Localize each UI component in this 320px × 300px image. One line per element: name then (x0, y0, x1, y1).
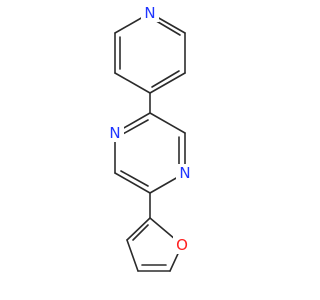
bond-layer (114, 12, 186, 272)
bond-pyrazine-c6-c5-inner (120, 170, 149, 187)
atom-n-pyridine-label: N (144, 4, 155, 22)
atom-n-pyrazine-top: N (106, 124, 124, 142)
bond-pyrazine-c3-c2 (149, 112, 186, 134)
bond-pyrazine-c2-n1-inner (120, 119, 149, 136)
atom-o-furan: O (173, 236, 191, 254)
atom-n-pyridine: N (141, 4, 159, 22)
atom-n-pyrazine-bottom-label: N (179, 164, 190, 182)
atom-n-pyrazine-bottom: N (176, 164, 194, 182)
atom-o-furan-label: O (176, 236, 188, 254)
bond-furan-c3-c4 (126, 239, 139, 272)
chemical-structure: N N N O (106, 4, 194, 272)
atom-n-pyrazine-top-label: N (109, 124, 120, 142)
bond-furan-c2-c3 (126, 217, 151, 241)
bond-furan-c2-c3-inner (132, 224, 149, 241)
bond-pyrazine-c6-c5 (114, 172, 151, 194)
atom-label-layer: N N N O (106, 4, 194, 254)
bond-pyridine-c4-c5 (149, 72, 186, 94)
bond-pyridine-c3-c4 (114, 72, 151, 94)
bond-pyridine-c4-c5-inner (151, 70, 180, 88)
